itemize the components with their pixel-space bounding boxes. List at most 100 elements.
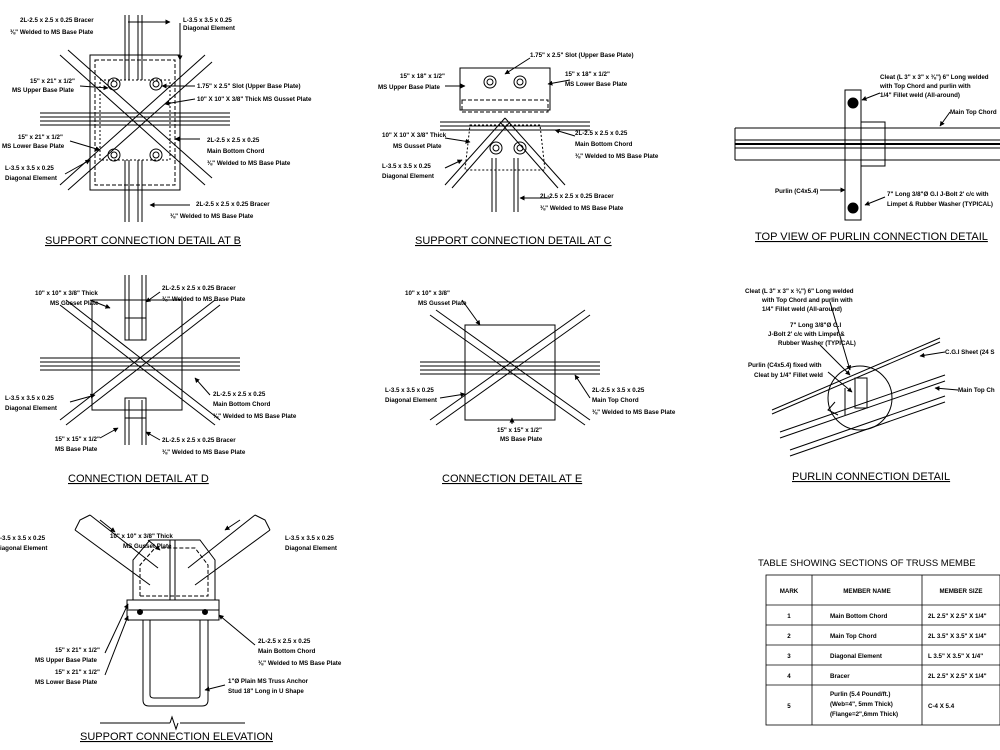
table-cell-name-2: (Web=4", 5mm Thick)	[830, 701, 893, 708]
c-bracer: 2L-2.5 x 2.5 x 0.25 Bracer	[540, 193, 614, 200]
el-anchor-1: 1"Ø Plain MS Truss Anchor	[228, 678, 309, 685]
detail-b-lower-plate	[94, 59, 176, 186]
d-bracer-a: 2L-2.5 x 2.5 x 0.25 Bracer	[162, 285, 236, 292]
e-chord-weld: ⅜" Welded to MS Base Plate	[592, 409, 676, 416]
top-purlin-purlin	[844, 89, 862, 221]
title-top-purlin: TOP VIEW OF PURLIN CONNECTION DETAIL	[755, 231, 988, 243]
title-detail-c: SUPPORT CONNECTION DETAIL AT C	[415, 235, 612, 247]
d-bracer-b-weld: ⅜" Welded to MS Base Plate	[162, 449, 246, 456]
title-detail-e: CONNECTION DETAIL AT E	[442, 473, 582, 485]
c-chord-sub: Main Bottom Chord	[575, 141, 633, 148]
detail-d-drawing	[40, 275, 240, 445]
table-cell-size: C-4 X 5.4	[928, 703, 955, 710]
c-upper-plate: 15" x 18" x 1/2"	[400, 73, 445, 80]
pc-jbolt-3: Rubber Washer (TYPICAL)	[778, 340, 856, 347]
b-upper-plate-sub: MS Upper Base Plate	[12, 87, 74, 94]
tp-top-chord: Main Top Chord	[950, 109, 997, 116]
d-bracer-b: 2L-2.5 x 2.5 x 0.25 Bracer	[162, 437, 236, 444]
table-cell-size: L 3.5" X 3.5" X 1/4"	[928, 653, 983, 660]
table-cell-name: Diagonal Element	[830, 653, 882, 660]
c-slot: 1.75" x 2.5" Slot (Upper Base Plate)	[530, 52, 634, 59]
c-bracer-weld: ⅜" Welded to MS Base Plate	[540, 205, 624, 212]
c-diag-sub: Diagonal Element	[382, 173, 434, 180]
c-upper-plate-sub: MS Upper Base Plate	[378, 84, 440, 91]
purlin-detail-circle	[827, 365, 893, 431]
table-cell-name: Purlin (5.4 Pound/ft.)	[830, 691, 891, 698]
d-diag: L-3.5 x 3.5 x 0.25	[5, 395, 54, 402]
b-bracer-a: 2L-2.5 x 2.5 x 0.25 Bracer	[20, 17, 94, 24]
e-diag-sub: Diagonal Element	[385, 397, 437, 404]
b-upper-plate: 15" x 21" x 1/2"	[30, 78, 75, 85]
d-base-plate: 15" x 15" x 1/2"	[55, 436, 100, 443]
el-gusset: 10" x 10" x 3/8" Thick	[110, 533, 173, 540]
pc-purlin-1: Purlin (C4x5.4) fixed with	[748, 362, 822, 369]
table-cell-size: 2L 2.5" X 2.5" X 1/4"	[928, 613, 987, 620]
e-chord: 2L-2.5 x 3.5 x 0.25	[592, 387, 645, 394]
table-header-size: MEMBER SIZE	[940, 588, 983, 595]
table-title: TABLE SHOWING SECTIONS OF TRUSS MEMBE	[758, 558, 976, 569]
el-diag-l: -3.5 x 3.5 x 0.25	[0, 535, 46, 542]
b-chord: 2L-2.5 x 2.5 x 0.25	[207, 137, 260, 144]
c-diag: L-3.5 x 3.5 x 0.25	[382, 163, 431, 170]
b-diag-a: L-3.5 x 3.5 x 0.25	[183, 17, 232, 24]
el-lower-plate: 15" x 21" x 1/2"	[55, 669, 100, 676]
c-chord: 2L-2.5 x 2.5 x 0.25	[575, 130, 628, 137]
pc-cleat-2: with Top Chord and purlin with	[761, 297, 853, 304]
d-chord: 2L-2.5 x 2.5 x 0.25	[213, 391, 266, 398]
el-lower-plate-sub: MS Lower Base Plate	[35, 679, 98, 686]
d-gusset-sub: MS Gusset Plate	[50, 300, 99, 307]
table-cell-size: 2L 2.5" X 2.5" X 1/4"	[928, 673, 987, 680]
detail-b-upper-plate	[89, 54, 181, 191]
el-gusset-sub: MS Gusset Plate	[123, 543, 172, 550]
pc-sheet: C.G.I Sheet (24 S	[945, 349, 995, 356]
table-cell-name: Bracer	[830, 673, 850, 680]
detail-c-upper-plate	[459, 67, 551, 111]
table-cell-mark: 2	[787, 633, 791, 640]
el-upper-plate: 15" x 21" x 1/2"	[55, 647, 100, 654]
c-lower-plate: 15" x 18" x 1/2"	[565, 71, 610, 78]
d-base-plate-sub: MS Base Plate	[55, 446, 98, 453]
table-grid	[765, 574, 1000, 726]
e-base-plate-sub: MS Base Plate	[500, 436, 543, 443]
el-chord: 2L-2.5 x 2.5 x 0.25	[258, 638, 311, 645]
tp-jbolt-1: 7" Long 3/8"Ø G.I J-Bolt 2' c/c with	[887, 191, 989, 198]
e-base-plate: 15" x 15" x 1/2"	[497, 427, 542, 434]
pc-cleat-3: 1/4" Fillet weld (All-around)	[762, 306, 842, 313]
e-diag: L-3.5 x 3.5 x 0.25	[385, 387, 434, 394]
b-bracer-a-weld: ⅜" Welded to MS Base Plate	[10, 29, 94, 36]
b-diag-b-sub: Diagonal Element	[5, 175, 57, 182]
tp-cleat-2: with Top Chord and purlin with	[879, 83, 971, 90]
c-gusset: 10" X 10" X 3/8" Thick	[382, 132, 447, 139]
e-gusset: 10" x 10" x 3/8"	[405, 290, 450, 297]
b-lower-plate-sub: MS Lower Base Plate	[2, 143, 65, 150]
el-diag-r-sub: Diagonal Element	[285, 545, 337, 552]
tp-cleat-3: 1/4" Fillet weld (All-around)	[880, 92, 960, 99]
detail-b-drawing	[40, 15, 230, 222]
b-chord-weld: ⅜" Welded to MS Base Plate	[207, 160, 291, 167]
b-diag-b: L-3.5 x 3.5 x 0.25	[5, 165, 54, 172]
e-gusset-sub: MS Gusset Plate	[418, 300, 467, 307]
table-cell-name: Main Bottom Chord	[830, 613, 888, 620]
detail-c-drawing	[440, 57, 590, 212]
el-chord-sub: Main Bottom Chord	[258, 648, 316, 655]
b-chord-sub: Main Bottom Chord	[207, 148, 265, 155]
b-slot: 1.75" x 2.5" Slot (Upper Base Plate)	[197, 83, 301, 90]
table-header-name: MEMBER NAME	[843, 588, 890, 595]
el-chord-weld: ⅜" Welded to MS Base Plate	[258, 660, 342, 667]
title-detail-b: SUPPORT CONNECTION DETAIL AT B	[45, 235, 241, 247]
el-anchor-2: Stud 18" Long in U Shape	[228, 688, 304, 695]
pc-purlin-2: Cleat by 1/4" Fillet weld	[754, 372, 823, 379]
tp-purlin: Purlin (C4x5.4)	[775, 188, 818, 195]
d-diag-sub: Diagonal Element	[5, 405, 57, 412]
tp-jbolt-2: Limpet & Rubber Washer (TYPICAL)	[887, 201, 993, 208]
tp-cleat-1: Cleat (L 3" x 3" x ⅜") 6" Long welded	[880, 74, 989, 81]
table-cell-mark: 4	[787, 673, 791, 680]
b-lower-plate: 15" x 21" x 1/2"	[18, 134, 63, 141]
d-bracer-a-weld: ⅜" Welded to MS Base Plate	[162, 296, 246, 303]
title-purlin: PURLIN CONNECTION DETAIL	[792, 471, 950, 483]
el-upper-plate-sub: MS Upper Base Plate	[35, 657, 97, 664]
elevation-gusset	[132, 539, 216, 601]
top-purlin-drawing	[734, 89, 1000, 221]
e-chord-sub: Main Top Chord	[592, 397, 639, 404]
